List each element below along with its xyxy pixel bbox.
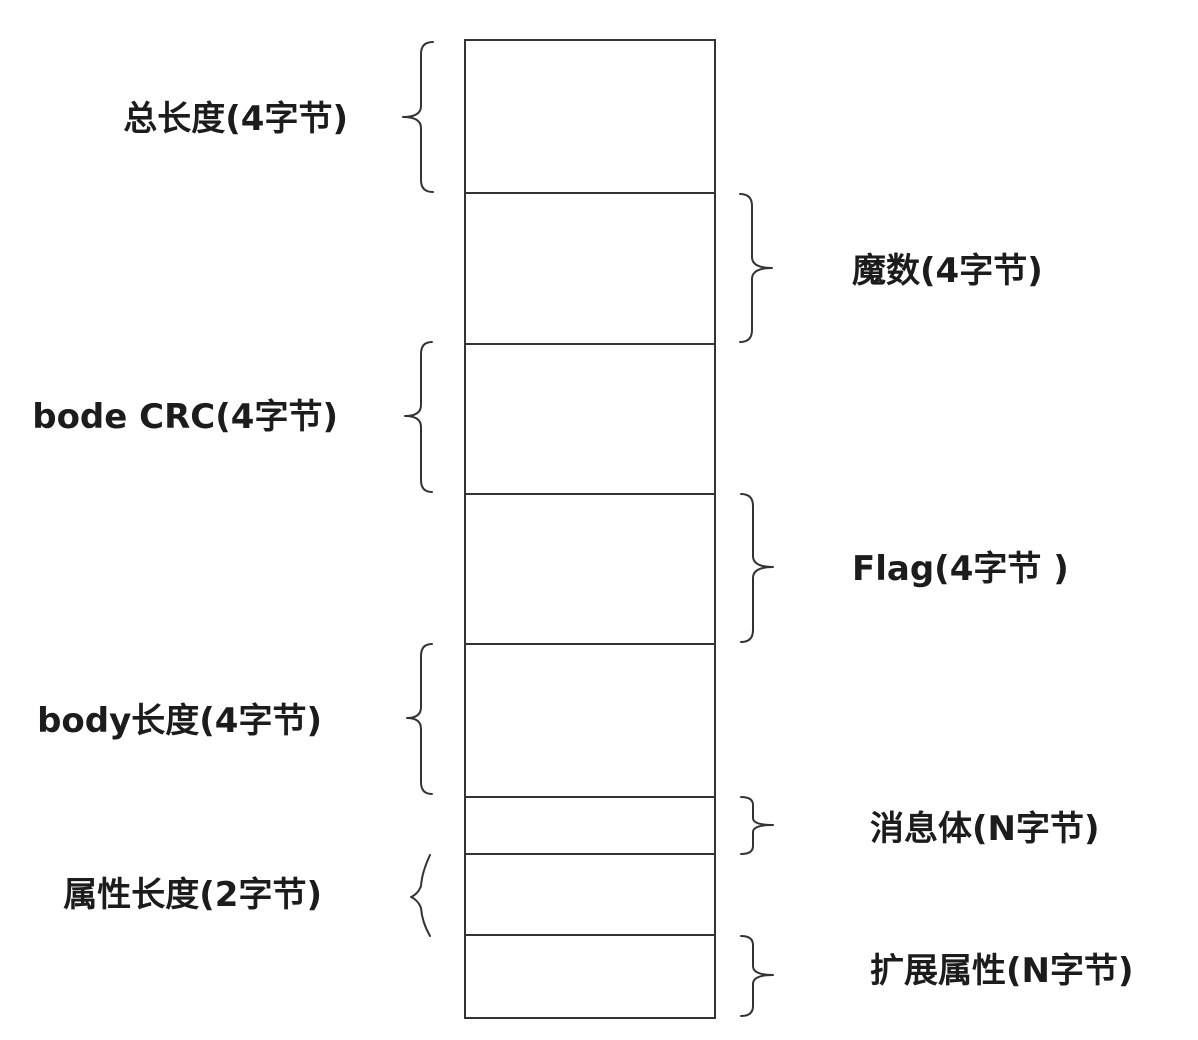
brace-body-length (406, 643, 433, 795)
segment-label-flag: Flag(4字节 ) (852, 549, 1069, 589)
brace-total-length (402, 41, 434, 193)
segment-box-body-length (464, 643, 716, 798)
segment-box-body-crc (464, 343, 716, 495)
segment-box-flag (464, 493, 716, 645)
segment-box-total-length (464, 39, 716, 194)
segment-box-message-body (464, 796, 716, 855)
brace-property-length (410, 854, 431, 937)
brace-extended-properties (740, 935, 774, 1017)
segment-stack (464, 39, 716, 1019)
segment-box-property-length (464, 853, 716, 936)
segment-label-body-length: body长度(4字节) (37, 701, 322, 741)
segment-label-body-crc: bode CRC(4字节) (32, 397, 338, 437)
segment-label-property-length: 属性长度(2字节) (63, 875, 322, 915)
brace-body-crc (404, 341, 433, 493)
brace-message-body (740, 796, 774, 855)
segment-label-message-body: 消息体(N字节) (870, 809, 1100, 849)
segment-box-magic-number (464, 192, 716, 345)
brace-flag (740, 493, 774, 643)
segment-label-magic-number: 魔数(4字节) (852, 251, 1043, 291)
segment-box-extended-properties (464, 934, 716, 1019)
brace-magic-number (739, 193, 773, 343)
segment-label-extended-properties: 扩展属性(N字节) (870, 951, 1134, 991)
segment-label-total-length: 总长度(4字节) (123, 99, 348, 139)
